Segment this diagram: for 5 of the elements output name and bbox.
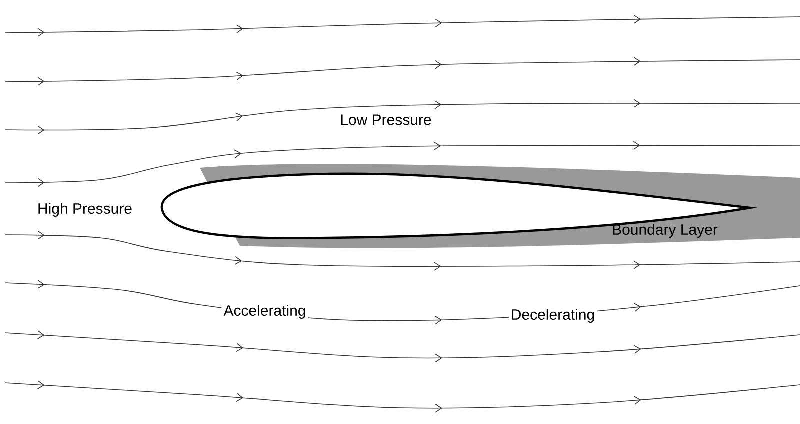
flow-label: Decelerating — [508, 307, 598, 325]
flow-label: Boundary Layer — [613, 224, 718, 238]
flow-label: Low Pressure — [338, 112, 434, 128]
flow-label: Accelerating — [222, 303, 308, 321]
flow-label: High Pressure — [38, 203, 132, 217]
